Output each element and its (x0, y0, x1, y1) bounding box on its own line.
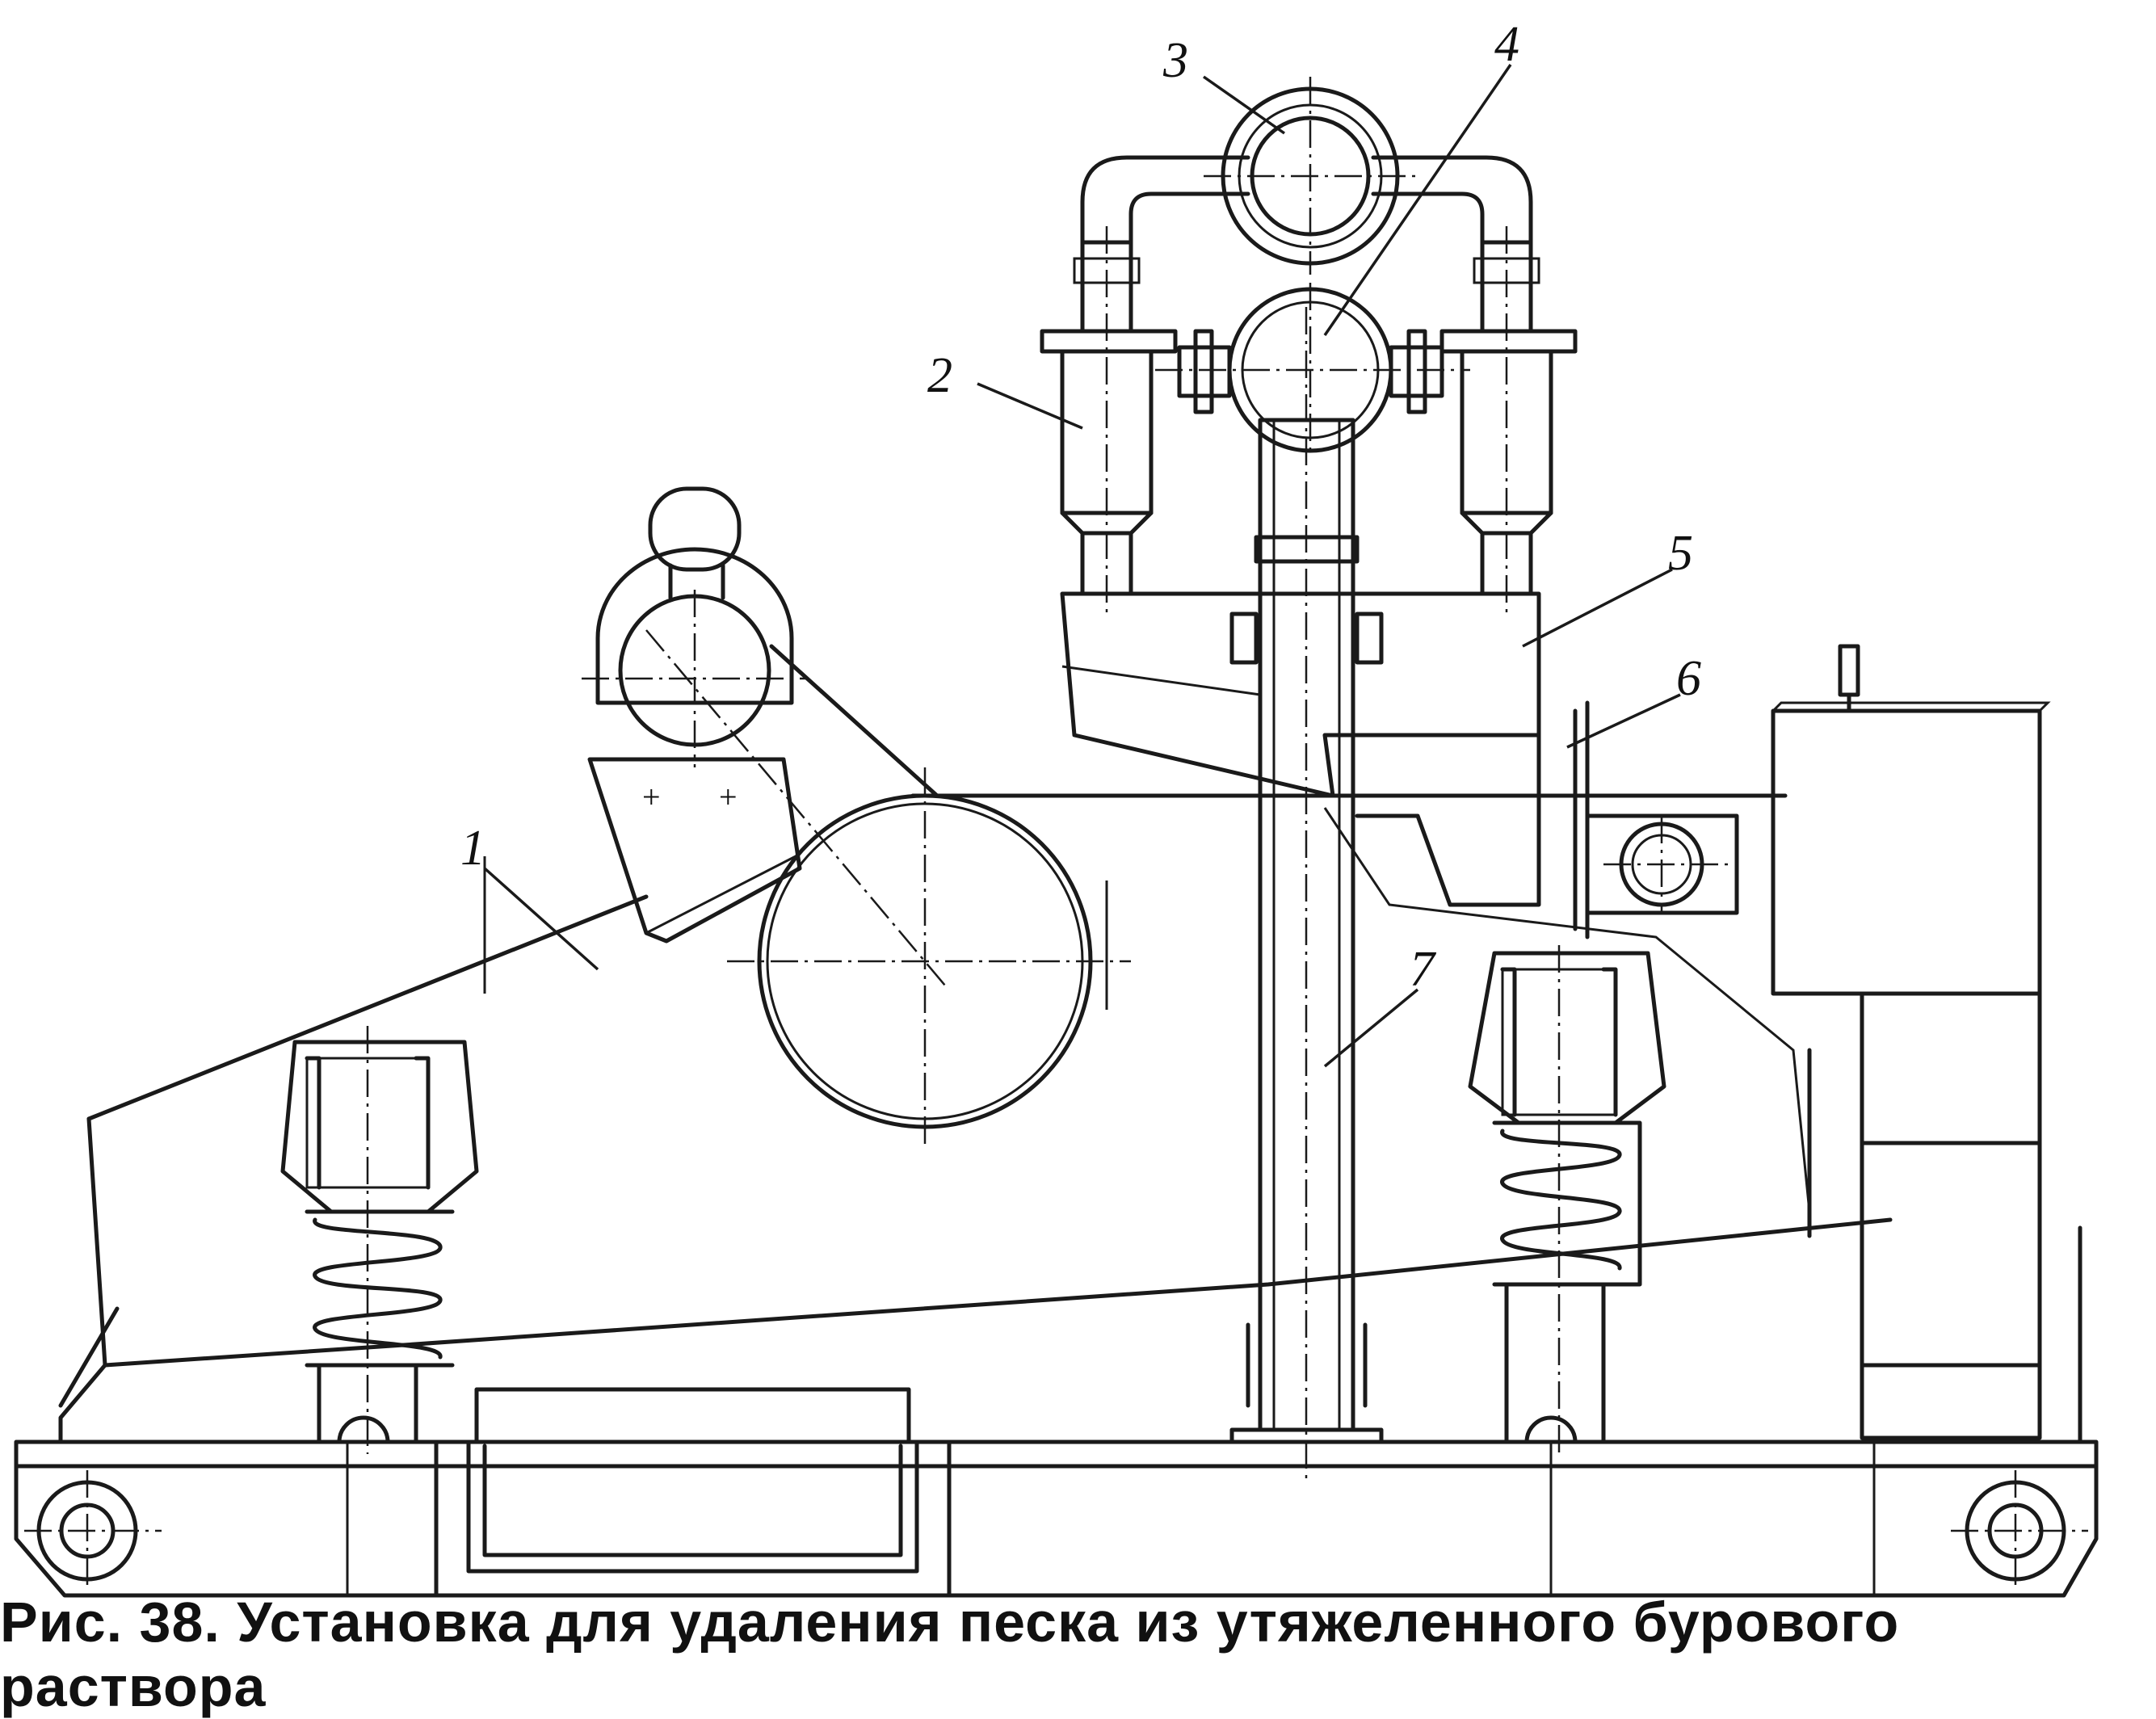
outlet-flange (1585, 813, 1739, 915)
cyclone-housing (1060, 591, 1590, 939)
right-wheel (1951, 1470, 2088, 1591)
drawing: + + (14, 17, 2099, 1598)
callout-5: 5 (1668, 526, 1693, 581)
callout-7: 7 (1410, 942, 1437, 997)
callout-1: 1 (460, 821, 485, 876)
left-spring-support (280, 1026, 479, 1454)
control-cabinet (1771, 644, 2082, 1444)
top-manifold (1080, 77, 1533, 275)
left-wheel (24, 1470, 162, 1591)
figure-caption: Рис. 38. Установка для удаления песка из… (0, 1591, 1900, 1718)
callout-6: 6 (1676, 651, 1701, 706)
motor (582, 486, 946, 986)
motor-bracket: + + (587, 757, 802, 944)
central-pump (1155, 283, 1470, 453)
callout-2: 2 (927, 348, 952, 403)
tray (434, 1387, 952, 1598)
vibrating-screen-body (58, 793, 1893, 1444)
callout-3: 3 (1162, 33, 1188, 88)
base-frame (14, 1440, 2099, 1598)
svg-text:+: + (719, 779, 738, 815)
cyclone-right (1439, 226, 1578, 614)
central-column (1229, 307, 1384, 1478)
svg-text:+: + (642, 779, 661, 815)
large-pulley (727, 767, 1131, 1147)
right-spring-support (1468, 945, 1666, 1454)
callouts: 1 2 3 4 5 6 7 (460, 17, 1701, 1068)
callout-4: 4 (1494, 17, 1519, 72)
